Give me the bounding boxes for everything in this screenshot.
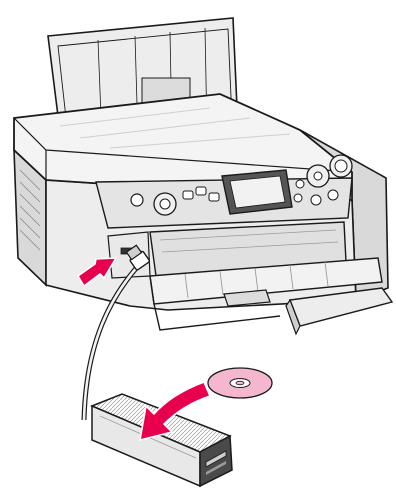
cd-disc-icon [208,368,272,398]
lcd-screen [222,170,292,214]
power-button-icon [131,194,143,206]
